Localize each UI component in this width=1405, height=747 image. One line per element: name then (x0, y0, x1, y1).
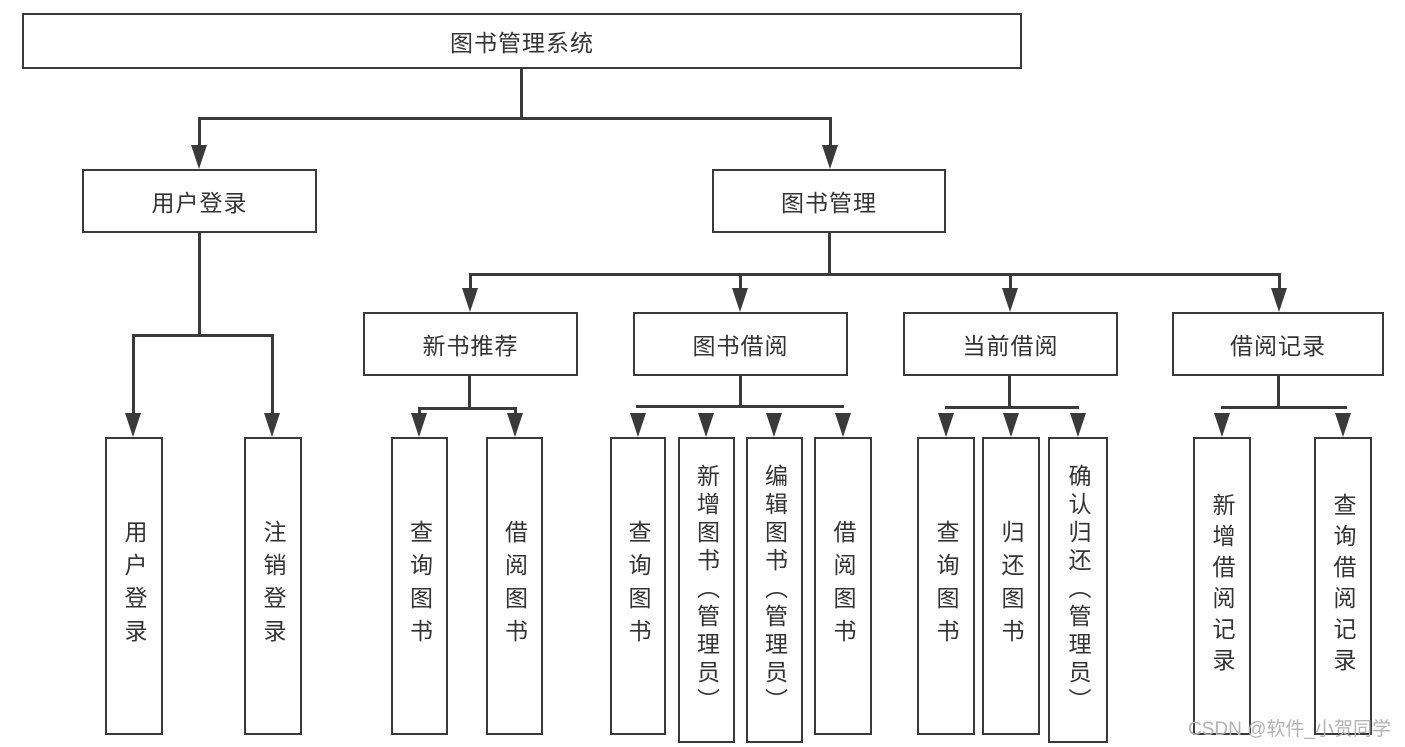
arrowhead-icon (1003, 413, 1019, 437)
connector-line (829, 117, 832, 150)
leaf-user-login: 用户登录 (105, 437, 163, 735)
arrowhead-icon (1214, 413, 1230, 437)
connector-line (1009, 273, 1012, 291)
connector-line (271, 334, 274, 414)
leaf-query-books-current: 查询图书 (917, 437, 975, 735)
connector-line (1221, 406, 1347, 409)
arrowhead-icon (822, 145, 838, 169)
leaf-query-books-recommend: 查询图书 (391, 437, 448, 735)
arrowhead-icon (630, 413, 646, 437)
arrowhead-icon (411, 413, 427, 437)
connector-line (132, 334, 135, 414)
arrowhead-icon (125, 413, 141, 437)
connector-line (1278, 273, 1281, 291)
node-user-login: 用户登录 (82, 169, 317, 233)
leaf-borrow-books: 借阅图书 (814, 437, 872, 735)
arrowhead-icon (1002, 288, 1018, 312)
connector-line (1277, 376, 1280, 409)
arrowhead-icon (191, 145, 207, 169)
connector-line (198, 117, 201, 150)
connector-line (739, 376, 742, 408)
leaf-add-books-admin: 新增图书（管理员） (678, 437, 735, 743)
arrowhead-icon (938, 413, 954, 437)
connector-line (469, 273, 472, 291)
connector-line (945, 406, 1079, 409)
leaf-edit-books-admin: 编辑图书（管理员） (746, 437, 803, 743)
arrowhead-icon (264, 413, 280, 437)
connector-line (828, 233, 831, 276)
connector-line (469, 273, 1281, 276)
arrowhead-icon (698, 413, 714, 437)
node-book-borrowing: 图书借阅 (633, 312, 848, 376)
connector-line (132, 334, 274, 337)
connector-line (636, 405, 844, 408)
node-library-system: 图书管理系统 (22, 13, 1022, 69)
connector-line (468, 376, 471, 410)
connector-line (418, 407, 517, 410)
leaf-logout-login: 注销登录 (244, 437, 302, 735)
arrowhead-icon (462, 288, 478, 312)
node-borrow-records: 借阅记录 (1172, 312, 1384, 376)
leaf-add-borrow-record: 新增借阅记录 (1193, 437, 1251, 735)
arrowhead-icon (835, 413, 851, 437)
leaf-query-borrow-record: 查询借阅记录 (1314, 437, 1372, 735)
node-book-management: 图书管理 (712, 169, 946, 233)
connector-line (198, 117, 832, 120)
arrowhead-icon (507, 413, 523, 437)
leaf-confirm-return-admin: 确认归还（管理员） (1048, 437, 1108, 743)
node-new-book-recommend: 新书推荐 (363, 312, 578, 376)
connector-line (198, 233, 201, 337)
arrowhead-icon (732, 288, 748, 312)
arrowhead-icon (1271, 288, 1287, 312)
arrowhead-icon (1335, 413, 1351, 437)
connector-line (1008, 376, 1011, 409)
connector-line (739, 273, 742, 291)
leaf-borrow-books-recommend: 借阅图书 (486, 437, 543, 735)
leaf-query-books-borrowing: 查询图书 (610, 437, 666, 735)
csdn-watermark: CSDN @软件_小贺同学 (1188, 719, 1391, 740)
arrowhead-icon (766, 413, 782, 437)
arrowhead-icon (1070, 413, 1086, 437)
node-current-borrowing: 当前借阅 (903, 312, 1118, 376)
connector-line (520, 69, 523, 119)
leaf-return-books: 归还图书 (982, 437, 1040, 735)
